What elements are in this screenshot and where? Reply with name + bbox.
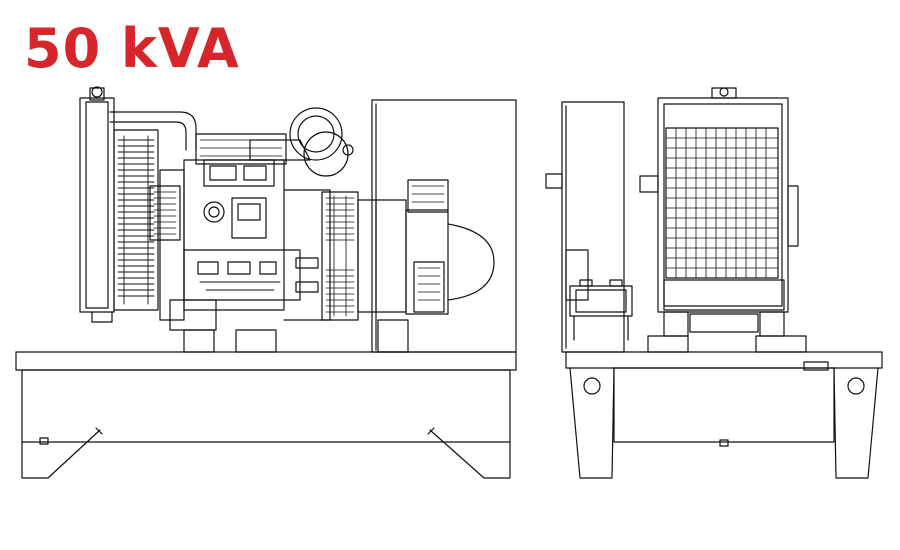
intake-pipe (110, 112, 196, 150)
radiator-front (640, 88, 798, 312)
air-filter (250, 108, 353, 176)
radiator (80, 87, 158, 322)
end-base-frame (566, 352, 882, 478)
power-rating-title: 50 kVA (24, 17, 240, 80)
alternator (322, 180, 494, 352)
radiator-grid (666, 128, 778, 278)
side-base-frame (16, 352, 516, 478)
side-elevation-view (16, 87, 516, 478)
engine-block (150, 134, 330, 352)
engine-mounts (648, 312, 806, 352)
end-side-panel (546, 102, 624, 352)
end-elevation-view (546, 88, 882, 478)
radiator-fins (118, 136, 154, 304)
battery (570, 280, 632, 340)
